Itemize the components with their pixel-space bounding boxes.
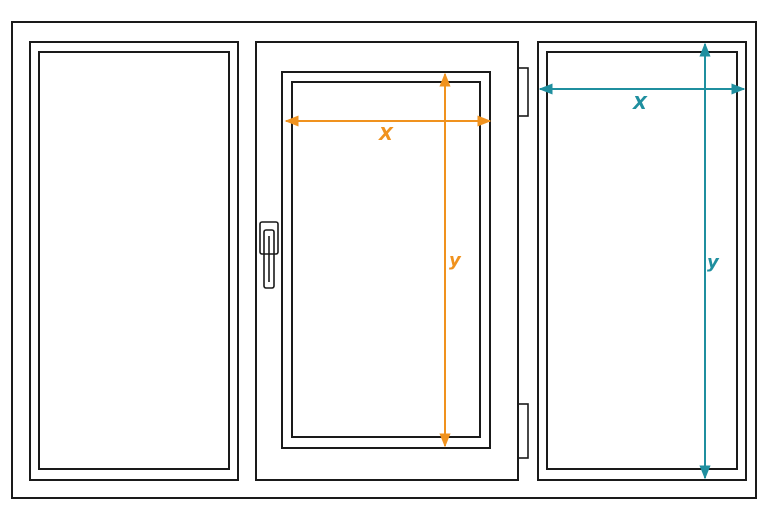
middle-frame [255, 41, 519, 481]
bottom-hinge [517, 403, 529, 459]
right-pane-glass [546, 51, 738, 470]
right-pane-frame [537, 41, 747, 481]
window-handle-icon [259, 221, 279, 289]
middle-height-label: y [449, 250, 462, 271]
middle-sash-outer [281, 71, 491, 449]
left-pane-glass [38, 51, 230, 470]
middle-sash-glass [291, 81, 481, 438]
right-width-label: X [632, 93, 648, 114]
right-height-label: y [707, 252, 720, 273]
top-hinge [517, 67, 529, 117]
middle-width-label: X [378, 124, 394, 145]
outer-frame [11, 21, 757, 499]
left-pane-frame [29, 41, 239, 481]
